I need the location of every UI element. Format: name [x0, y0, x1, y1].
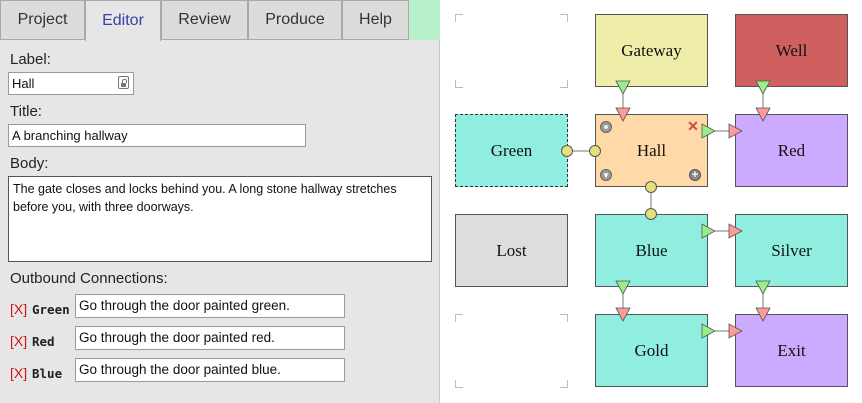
node-lost[interactable]: Lost: [455, 214, 568, 287]
remove-connection-green[interactable]: [X]: [10, 301, 28, 317]
empty-cell-corner: [455, 380, 463, 388]
empty-cell-corner: [455, 14, 463, 22]
empty-cell-corner: [455, 80, 463, 88]
tab-editor[interactable]: Editor: [85, 0, 161, 41]
empty-cell-corner: [560, 80, 568, 88]
connection-name-blue: Blue: [32, 366, 63, 381]
node-hall[interactable]: Hall: [595, 114, 708, 187]
node-exit[interactable]: Exit: [735, 314, 848, 387]
empty-cell-corner: [560, 380, 568, 388]
node-green[interactable]: Green: [455, 114, 568, 187]
node-red[interactable]: Red: [735, 114, 848, 187]
add-connection-icon[interactable]: +: [689, 169, 701, 181]
editor-panel: Project Editor Review Produce Help Label…: [0, 0, 440, 403]
connection-text-blue[interactable]: Go through the door painted blue.: [75, 358, 345, 382]
filter-icon[interactable]: ▼: [600, 169, 612, 181]
tab-bar: Project Editor Review Produce Help: [0, 0, 440, 41]
remove-connection-red[interactable]: [X]: [10, 333, 28, 349]
node-blue[interactable]: Blue: [595, 214, 708, 287]
remove-connection-blue[interactable]: [X]: [10, 365, 28, 381]
empty-cell-corner: [560, 314, 568, 322]
connection-text-green[interactable]: Go through the door painted green.: [75, 294, 345, 318]
tab-project[interactable]: Project: [0, 0, 85, 40]
delete-x-icon[interactable]: ✕: [687, 117, 699, 134]
body-textarea[interactable]: The gate closes and locks behind you. A …: [8, 176, 432, 262]
label-caption: Label:: [10, 51, 51, 68]
body-caption: Body:: [10, 155, 49, 172]
connection-name-green: Green: [32, 302, 70, 317]
story-map-canvas[interactable]: Gateway Well Green Hall Red Lost Blue Si…: [441, 0, 862, 403]
lock-icon[interactable]: [118, 76, 129, 89]
empty-cell-corner: [560, 14, 568, 22]
node-silver[interactable]: Silver: [735, 214, 848, 287]
tab-help[interactable]: Help: [342, 0, 409, 40]
title-caption: Title:: [10, 103, 42, 120]
node-well[interactable]: Well: [735, 14, 848, 87]
tab-review[interactable]: Review: [161, 0, 248, 40]
empty-cell-corner: [455, 314, 463, 322]
connection-text-red[interactable]: Go through the door painted red.: [75, 326, 345, 350]
tab-produce[interactable]: Produce: [248, 0, 342, 40]
label-input[interactable]: Hall: [8, 72, 134, 95]
start-marker-icon[interactable]: [600, 121, 612, 133]
connection-name-red: Red: [32, 334, 55, 349]
title-input[interactable]: A branching hallway: [8, 124, 306, 147]
node-gold[interactable]: Gold: [595, 314, 708, 387]
outbound-connections-caption: Outbound Connections:: [10, 270, 168, 287]
node-gateway[interactable]: Gateway: [595, 14, 708, 87]
